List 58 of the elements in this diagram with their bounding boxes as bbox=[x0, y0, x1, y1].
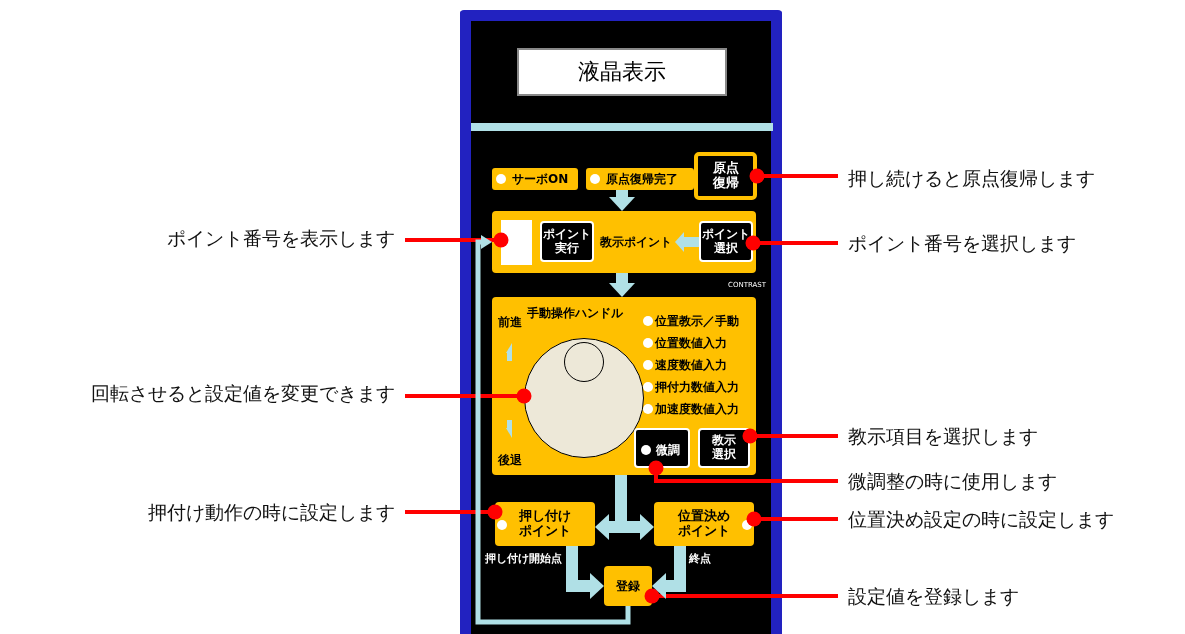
button-label: ポイント選択 bbox=[702, 227, 750, 256]
setting-button bbox=[495, 502, 595, 546]
status-lamp-label bbox=[586, 168, 694, 190]
leader-line bbox=[742, 428, 838, 444]
callout-text: 押し続けると原点復帰します bbox=[848, 165, 1095, 191]
section-title: 教示ポイント bbox=[600, 234, 672, 250]
push-button bbox=[694, 152, 757, 200]
callout-text: 設定値を登録します bbox=[848, 583, 1019, 609]
push-button bbox=[699, 221, 753, 262]
leader-line bbox=[749, 168, 838, 184]
leader-line bbox=[746, 511, 838, 527]
caption-text: 押し付け開始点 bbox=[485, 552, 562, 566]
leader-line bbox=[405, 232, 509, 248]
callout-text: ポイント番号を選択します bbox=[848, 230, 1076, 256]
callout-text: 押付け動作の時に設定します bbox=[148, 499, 395, 525]
callout-text: 位置決め設定の時に設定します bbox=[848, 506, 1114, 532]
button-label: 位置決めポイント bbox=[678, 509, 730, 539]
panel-label: 位置数値入力 bbox=[655, 335, 727, 351]
button-label: サーボON bbox=[512, 171, 569, 187]
leader-line bbox=[405, 504, 503, 520]
flow-arrow bbox=[609, 190, 635, 211]
panel-label: 後退 bbox=[498, 452, 522, 468]
button-label: 登録 bbox=[616, 577, 640, 595]
button-label: 押し付けポイント bbox=[519, 509, 571, 539]
flow-arrow bbox=[675, 232, 699, 252]
panel-label: 速度数値入力 bbox=[655, 357, 727, 373]
callout-text: 教示項目を選択します bbox=[848, 423, 1038, 449]
button-label: 教示選択 bbox=[712, 434, 736, 462]
panel-section bbox=[492, 211, 756, 273]
display-label: 液晶表示 bbox=[578, 58, 666, 86]
panel-label: 押付力数値入力 bbox=[655, 379, 739, 395]
panel-label: 加速度数値入力 bbox=[655, 401, 739, 417]
push-button bbox=[698, 428, 750, 468]
leader-line bbox=[745, 235, 838, 251]
panel-section bbox=[492, 297, 756, 475]
button-label: 原点復帰 bbox=[712, 161, 739, 191]
register-button bbox=[604, 566, 652, 606]
button-label: 原点復帰完了 bbox=[606, 171, 678, 187]
caption-text: 終点 bbox=[687, 552, 712, 566]
panel-label: 位置教示／手動 bbox=[655, 313, 739, 329]
display-box bbox=[517, 48, 727, 96]
callout-text: 微調整の時に使用します bbox=[848, 468, 1057, 494]
status-lamp-label bbox=[492, 168, 578, 190]
section-title: 手動操作ハンドル bbox=[527, 305, 623, 321]
number-display bbox=[501, 220, 532, 265]
button-label: ポイント実行 bbox=[543, 227, 591, 256]
setting-button bbox=[654, 502, 754, 546]
push-button bbox=[634, 428, 690, 468]
flow-arrow bbox=[609, 273, 635, 297]
button-label: 微調 bbox=[656, 442, 680, 458]
leader-line bbox=[648, 460, 838, 483]
push-button bbox=[540, 221, 594, 262]
leader-line bbox=[405, 388, 532, 404]
callout-text: ポイント番号を表示します bbox=[167, 225, 395, 251]
panel-label: 前進 bbox=[498, 314, 522, 330]
flow-arrow bbox=[475, 235, 631, 625]
callout-text: 回転させると設定値を変更できます bbox=[91, 380, 395, 406]
leader-line bbox=[644, 588, 838, 604]
